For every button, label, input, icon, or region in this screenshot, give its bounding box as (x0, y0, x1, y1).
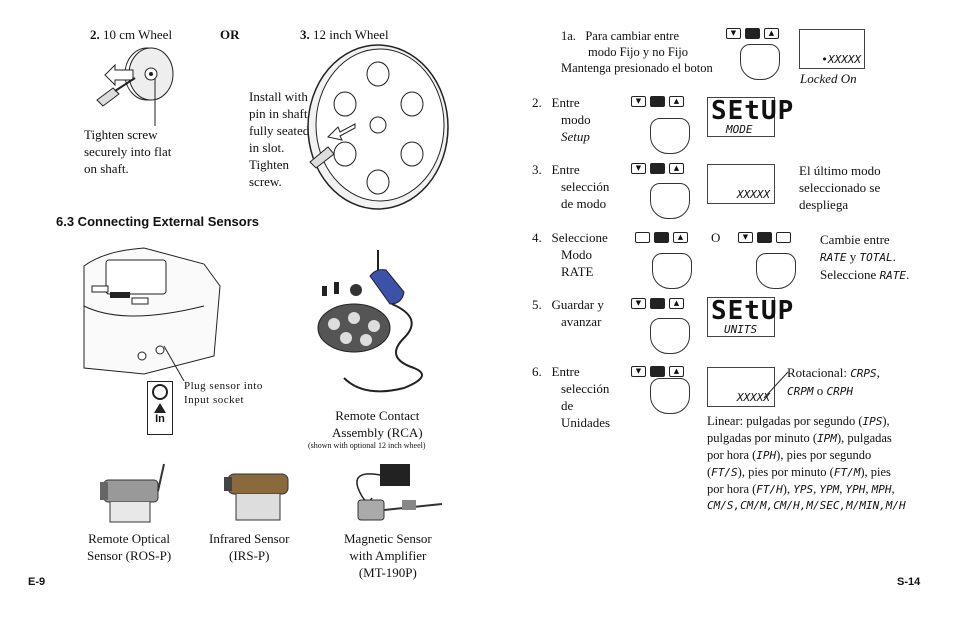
step-6-text: 6. Entre selección de Unidades (532, 364, 611, 430)
finger-press-icon (740, 44, 780, 80)
optical-sensor-illustration (100, 463, 165, 523)
optical-sensor-caption: Remote Optical Sensor (ROS-P) (87, 531, 172, 563)
step-3-text: 3. Entre selección de modo (532, 162, 610, 211)
magnetic-sensor-caption: Magnetic Sensor with Amplifier (MT-190P) (344, 531, 432, 580)
finger-press-icon (650, 183, 690, 219)
linear-units: Linear: pulgadas por segundo (IPS), pulg… (707, 414, 906, 512)
step-5-lcd: SEtUP UNITS (707, 297, 793, 337)
infrared-sensor-illustration (224, 473, 289, 521)
step-6-lcd: XXXXX (707, 367, 775, 407)
up-arrow-button[interactable]: ▲ (669, 96, 684, 107)
socket-icon (152, 384, 168, 400)
finger-press-icon (650, 118, 690, 154)
down-arrow-button[interactable]: ▼ (726, 28, 741, 39)
install-note: Install with pin in shaft fully seated i… (249, 89, 310, 189)
mode-button[interactable] (757, 232, 772, 243)
up-arrow-button[interactable]: ▲ (669, 366, 684, 377)
wheel10-heading: 2. 10 cm Wheel (90, 27, 173, 42)
down-arrow-button[interactable]: ▼ (738, 232, 753, 243)
rotational-units: Rotacional: CRPS, CRPM o CRPH (787, 365, 880, 398)
mode-button[interactable] (650, 298, 665, 309)
step-2-buttons: ▼ ▲ (631, 96, 684, 107)
down-arrow-button[interactable]: ▼ (631, 298, 646, 309)
step-3-lcd: XXXXX (707, 164, 775, 204)
step-3-buttons: ▼ ▲ (631, 163, 684, 174)
step-2-lcd: SEtUP MODE (707, 97, 793, 137)
magnetic-sensor-illustration (356, 464, 443, 521)
mode-button[interactable] (654, 232, 669, 243)
left-page-number: E-9 (28, 576, 46, 588)
mode-button[interactable] (745, 28, 760, 39)
up-arrow-button[interactable]: ▲ (673, 232, 688, 243)
small-wheel-illustration (96, 47, 174, 126)
right-page-number: S-14 (897, 576, 921, 588)
section-heading: 6.3 Connecting External Sensors (56, 214, 260, 229)
step-5-text: 5. Guardar y avanzar (532, 297, 604, 329)
mode-button[interactable] (635, 232, 650, 243)
step-1a-lcd: •XXXXX (799, 29, 865, 69)
step-4-buttons-a: ▲ (635, 232, 688, 243)
step-4-note: Cambie entre RATE y TOTAL. Seleccione RA… (820, 232, 910, 282)
step-1a-text: 1a. Para cambiar entre modo Fijo y no Fi… (561, 29, 713, 75)
or-text: O (711, 230, 721, 245)
tighten-note: Tighten screw securely into flat on shaf… (84, 127, 172, 176)
plug-note: Plug sensor into Input socket (184, 380, 263, 406)
rca-illustration (317, 250, 423, 393)
wheel12-heading: 3. 12 inch Wheel (300, 27, 389, 42)
finger-press-icon (650, 378, 690, 414)
mode-button[interactable] (650, 163, 665, 174)
rca-note: (shown with optional 12 inch wheel) (308, 441, 426, 450)
or-label: OR (220, 27, 240, 42)
down-arrow-button[interactable]: ▼ (631, 163, 646, 174)
finger-press-icon (652, 253, 692, 289)
rca-caption: Remote Contact Assembly (RCA) (332, 408, 423, 440)
step-6-buttons: ▼ ▲ (631, 366, 684, 377)
locked-on-caption: Locked On (800, 71, 857, 86)
pointer-lines (763, 371, 789, 399)
step-3-note: El último modo seleccionado se despliega (799, 163, 881, 212)
input-socket-symbol: In (147, 381, 173, 435)
down-arrow-button[interactable]: ▼ (631, 366, 646, 377)
up-arrow-button[interactable]: ▲ (764, 28, 779, 39)
step-4-buttons-b: ▼ (738, 232, 791, 243)
infrared-sensor-caption: Infrared Sensor (IRS-P) (209, 531, 290, 563)
mode-button[interactable] (650, 366, 665, 377)
large-wheel-illustration (307, 44, 449, 210)
mode-button[interactable] (650, 96, 665, 107)
meter-device-illustration (83, 247, 221, 382)
finger-press-icon (650, 318, 690, 354)
step-5-buttons: ▼ ▲ (631, 298, 684, 309)
up-arrow-button[interactable]: ▲ (669, 298, 684, 309)
up-arrow-button[interactable]: ▲ (669, 163, 684, 174)
step-1a-buttons: ▼ ▲ (726, 28, 779, 39)
down-arrow-button[interactable]: ▼ (631, 96, 646, 107)
step-2-text: 2. Entre modo Setup (532, 95, 591, 144)
finger-press-icon (756, 253, 796, 289)
step-4-text: 4. Seleccione Modo RATE (532, 230, 608, 279)
mode-button[interactable] (776, 232, 791, 243)
triangle-icon (154, 403, 166, 413)
